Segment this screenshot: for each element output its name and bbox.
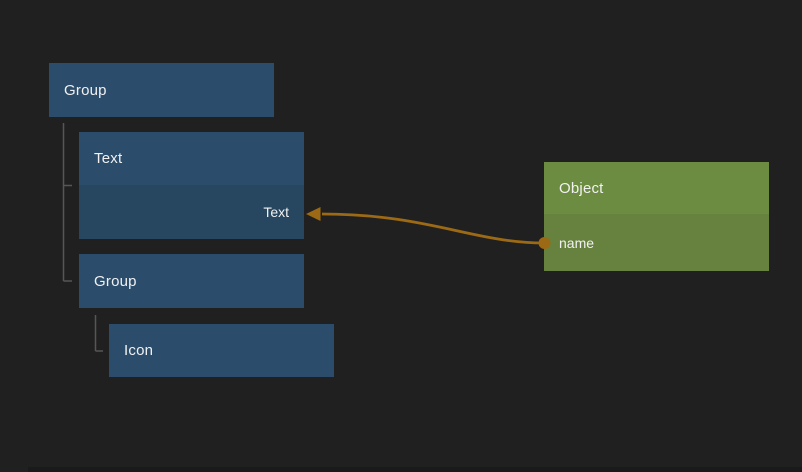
node-header[interactable]: Group	[49, 63, 274, 117]
node-label: Text	[94, 150, 123, 167]
node-label: Icon	[124, 342, 154, 359]
node-header[interactable]: Icon	[109, 324, 334, 377]
node-header[interactable]: Group	[79, 254, 304, 308]
port-label: name	[559, 234, 595, 251]
mapping-link[interactable]	[321, 212, 545, 245]
node-title: Object	[559, 179, 604, 197]
node-icon[interactable]: Icon	[109, 324, 334, 377]
link-arrowhead-icon	[306, 207, 321, 221]
tree-connector-group2-children	[94, 315, 103, 352]
node-group-1[interactable]: Group	[49, 63, 274, 117]
node-header[interactable]: Object	[544, 162, 769, 214]
port-row-name[interactable]: name	[544, 214, 769, 271]
node-object[interactable]: Object name	[544, 162, 769, 271]
tree-connector-group1-children	[62, 123, 72, 282]
node-header[interactable]: Text	[79, 132, 304, 185]
port-label: Text	[263, 204, 289, 220]
node-text[interactable]: Text Text	[79, 132, 304, 239]
port-row-text[interactable]: Text	[79, 185, 304, 239]
node-label: Group	[94, 272, 137, 290]
horizontal-scrollbar[interactable]	[28, 467, 802, 472]
node-group-2[interactable]: Group	[79, 254, 304, 308]
node-label: Group	[64, 81, 107, 99]
